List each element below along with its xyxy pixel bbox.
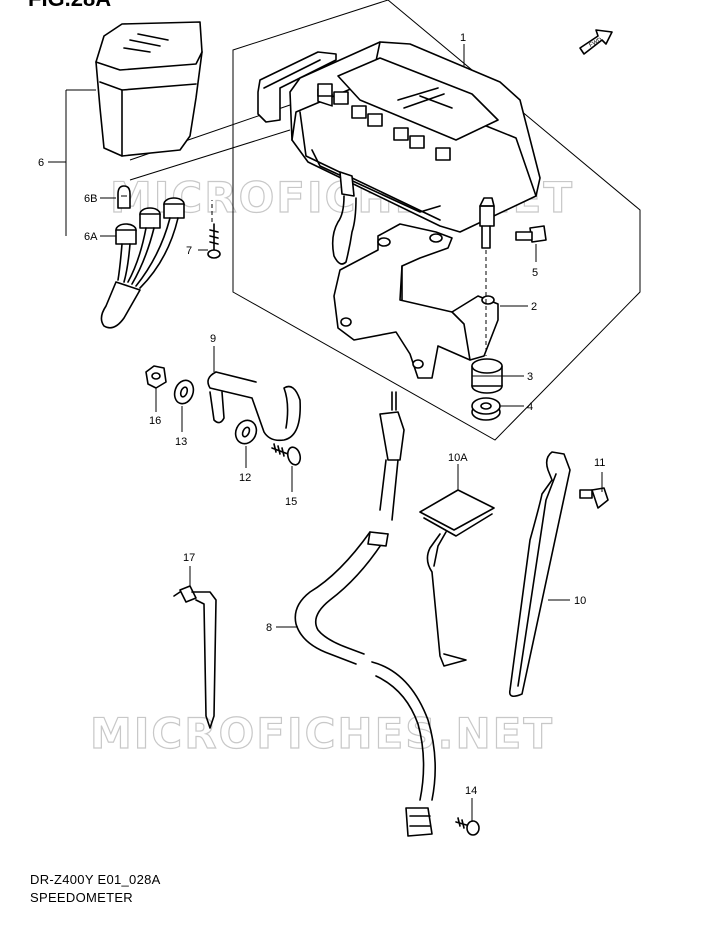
part-1-speedometer bbox=[257, 41, 541, 265]
model-code: DR-Z400Y E01_028A bbox=[30, 872, 161, 887]
part-10-clamp bbox=[508, 451, 571, 698]
part-10a-guide bbox=[419, 489, 495, 667]
callout-4: 4 bbox=[527, 401, 533, 413]
callout-9: 9 bbox=[210, 333, 216, 345]
part-14-screw bbox=[455, 817, 480, 836]
callout-17: 17 bbox=[183, 552, 195, 564]
part-12-washer bbox=[234, 419, 258, 445]
section-name: SPEEDOMETER bbox=[30, 890, 133, 905]
part-3-grommet bbox=[471, 358, 503, 394]
callout-15: 15 bbox=[285, 496, 297, 508]
part-9-clip bbox=[207, 371, 301, 442]
callout-10: 10 bbox=[574, 595, 586, 607]
part-16-nut bbox=[145, 365, 167, 389]
callout-1: 1 bbox=[460, 32, 466, 44]
callout-3: 3 bbox=[527, 371, 533, 383]
part-17-cable-tie bbox=[173, 585, 217, 729]
callout-8: 8 bbox=[266, 622, 272, 634]
part-6-cover bbox=[95, 21, 203, 157]
callout-leaders bbox=[48, 44, 603, 822]
callout-labels: 1 2 3 4 5 6 6A 6B 7 8 9 10 10A 11 12 13 … bbox=[38, 32, 605, 797]
part-5-bolt bbox=[515, 225, 547, 243]
leader-6-box-lower bbox=[129, 129, 291, 181]
part-6b-bulb bbox=[117, 185, 131, 209]
callout-7: 7 bbox=[186, 245, 192, 257]
assembly-outline bbox=[232, 0, 641, 441]
figure-title: FIG.28A bbox=[28, 0, 111, 12]
watermark-bottom: MICROFICHES.NET bbox=[90, 709, 554, 758]
callout-12: 12 bbox=[239, 472, 251, 484]
callout-6a: 6A bbox=[84, 231, 98, 243]
part-7-screw bbox=[207, 223, 221, 259]
callout-10a: 10A bbox=[448, 452, 468, 464]
fwd-arrow-icon: FWD bbox=[579, 29, 613, 55]
callout-6b: 6B bbox=[84, 193, 97, 205]
part-15-screw bbox=[271, 443, 302, 466]
callout-13: 13 bbox=[175, 436, 187, 448]
part-6a-sockets bbox=[100, 197, 185, 329]
part-4-collar bbox=[471, 397, 501, 421]
callout-2: 2 bbox=[531, 301, 537, 313]
part-13-washer bbox=[173, 379, 195, 405]
part-2-bracket bbox=[333, 223, 499, 379]
callout-16: 16 bbox=[149, 415, 161, 427]
callout-6: 6 bbox=[38, 157, 44, 169]
callout-14: 14 bbox=[465, 785, 477, 797]
callout-11: 11 bbox=[594, 457, 605, 469]
part-8-cable bbox=[294, 391, 436, 837]
part-11-bolt bbox=[579, 487, 609, 509]
callout-5: 5 bbox=[532, 267, 538, 279]
